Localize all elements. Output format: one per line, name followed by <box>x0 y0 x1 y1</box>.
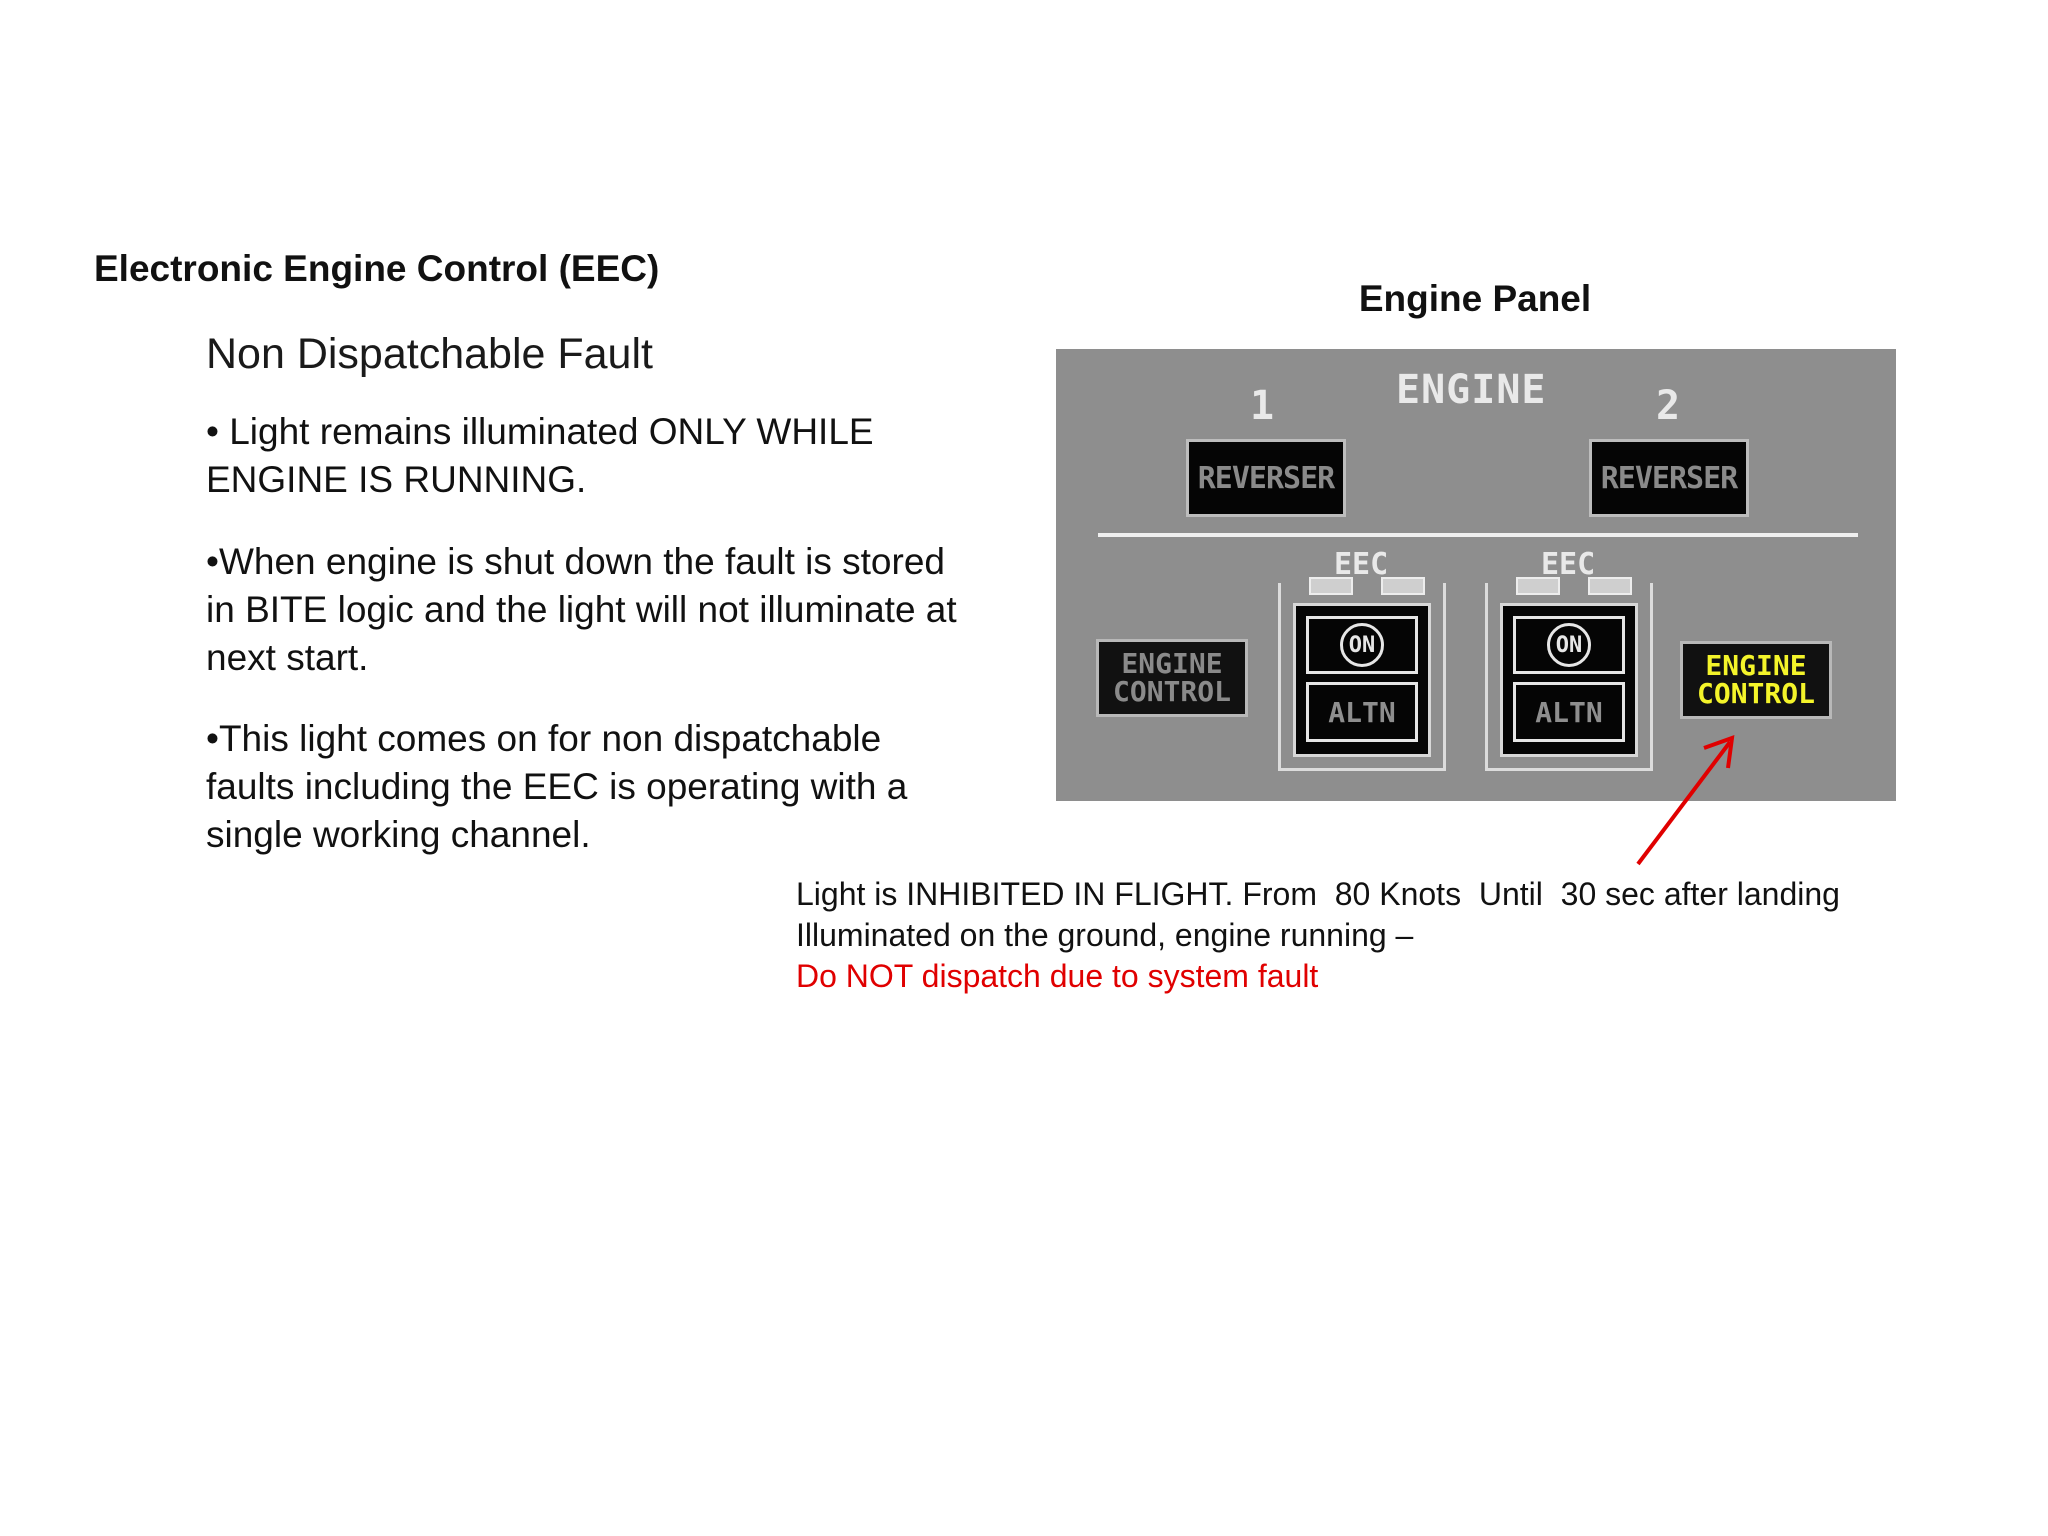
engine-panel-image: ENGINE 1 2 REVERSER REVERSER EEC EEC ON … <box>1056 349 1896 801</box>
eec-1-switch-guard: ON ALTN <box>1278 577 1446 771</box>
eec-2-switch: ON ALTN <box>1500 603 1638 757</box>
reverser-1-light: REVERSER <box>1186 439 1346 517</box>
bullet-paragraph-1: • Light remains illuminated ONLY WHILE E… <box>206 411 874 500</box>
panel-divider <box>1098 533 1858 537</box>
slide-title: Electronic Engine Control (EEC) <box>94 248 660 289</box>
engine-1-number: 1 <box>1250 383 1275 429</box>
engine-2-number: 2 <box>1656 383 1681 429</box>
engine-control-1-line1: ENGINE <box>1121 647 1223 680</box>
pointer-arrow-icon <box>1636 735 1735 866</box>
eec-1-altn-indicator: ALTN <box>1306 682 1418 742</box>
engine-control-2-line2: CONTROL <box>1696 677 1815 710</box>
note-warning-line: Do NOT dispatch due to system fault <box>796 958 1319 994</box>
engine-control-2-line1: ENGINE <box>1705 649 1807 682</box>
eec-1-switch: ON ALTN <box>1293 603 1431 757</box>
eec-2-altn-indicator: ALTN <box>1513 682 1625 742</box>
engine-control-2-light-illuminated: ENGINE CONTROL <box>1680 641 1832 719</box>
slide-subtitle: Non Dispatchable Fault <box>206 330 653 378</box>
bullet-paragraph-3: •This light comes on for non dispatchabl… <box>206 718 908 855</box>
note-line-2: Illuminated on the ground, engine runnin… <box>796 917 1414 953</box>
panel-header-label: ENGINE <box>1396 367 1547 413</box>
engine-control-1-light: ENGINE CONTROL <box>1096 639 1248 717</box>
bullet-paragraph-2: •When engine is shut down the fault is s… <box>206 541 957 678</box>
eec-2-on-indicator: ON <box>1547 623 1591 667</box>
panel-title: Engine Panel <box>1358 278 1592 319</box>
eec-2-label: EEC <box>1541 547 1596 582</box>
eec-1-on-indicator: ON <box>1340 623 1384 667</box>
note-line-1: Light is INHIBITED IN FLIGHT. From 80 Kn… <box>796 876 1840 912</box>
reverser-2-light: REVERSER <box>1589 439 1749 517</box>
engine-control-1-line2: CONTROL <box>1112 675 1231 708</box>
eec-1-label: EEC <box>1334 547 1389 582</box>
eec-2-switch-guard: ON ALTN <box>1485 577 1653 771</box>
